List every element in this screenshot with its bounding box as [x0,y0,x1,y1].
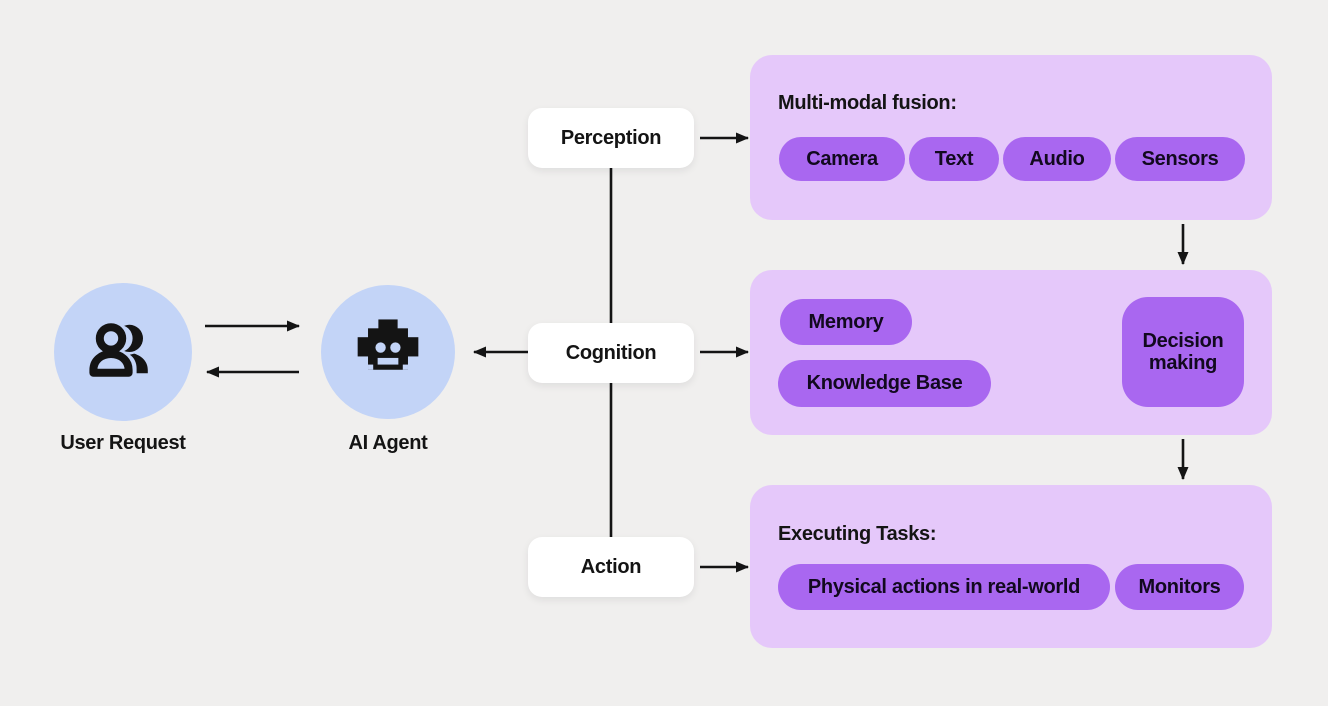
perception-box-label: Perception [560,126,662,149]
pill-camera: Camera [779,137,905,181]
pill-text: Text [909,137,999,181]
robot-icon [357,319,419,370]
pill-audio: Audio [1003,137,1111,181]
user-request-label: User Request [60,432,186,454]
pill-physical-actions: Physical actions in real-world [778,564,1110,610]
pill-monitors: Monitors [1115,564,1244,610]
action-box: Action [528,537,694,597]
cognition-detail-panel: Memory Knowledge Base Decision making [750,270,1272,435]
execution-pill-row: Physical actions in real-world Monitors [778,564,1244,610]
fusion-pill-row: Camera Text Audio Sensors [779,137,1245,181]
action-box-label: Action [580,555,642,578]
ai-agent-node [321,285,455,419]
fusion-panel-title: Multi-modal fusion: [778,92,957,114]
user-request-node [54,283,192,421]
cognition-box-label: Cognition [565,341,657,364]
perception-box: Perception [528,108,694,168]
cognition-box: Cognition [528,323,694,383]
pill-knowledge-base: Knowledge Base [778,360,991,407]
executing-tasks-panel: Executing Tasks: Physical actions in rea… [750,485,1272,648]
decision-making-box: Decision making [1122,297,1244,407]
pill-memory: Memory [780,299,912,345]
people-icon [89,323,148,377]
ai-agent-label: AI Agent [348,432,428,454]
execution-panel-title: Executing Tasks: [778,523,937,545]
multi-modal-fusion-panel: Multi-modal fusion: Camera Text Audio Se… [750,55,1272,220]
pill-sensors: Sensors [1115,137,1245,181]
